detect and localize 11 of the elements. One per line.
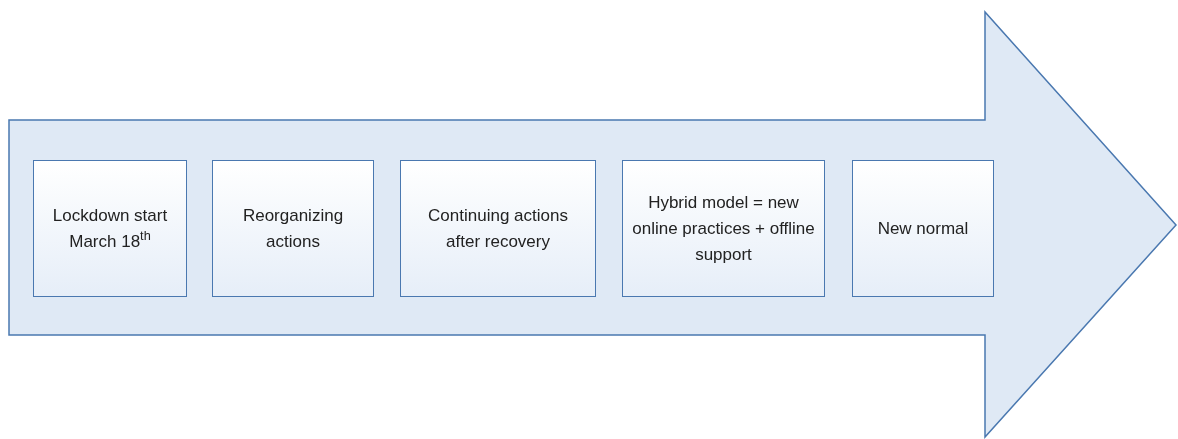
- step-box: [852, 160, 994, 297]
- large-arrow-shape: [8, 10, 1178, 439]
- step-label: New normal: [877, 217, 969, 240]
- step-label: Lockdown start March 18$^{th}$: [51, 204, 169, 253]
- step-box: [622, 160, 825, 297]
- step-box: [212, 160, 374, 297]
- step-label: Continuing actions after recovery: [427, 204, 569, 253]
- step-label: Reorganizing actions: [241, 204, 345, 253]
- step-box: [400, 160, 596, 297]
- step-label: Hybrid model = new online practices + offline support: [631, 191, 816, 266]
- step-box: [33, 160, 187, 297]
